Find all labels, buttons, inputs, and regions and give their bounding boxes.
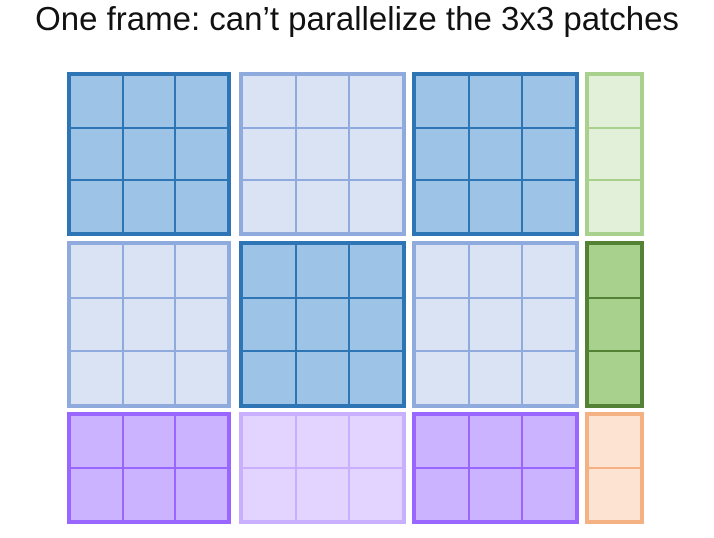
patch-block-r1-c2 <box>239 72 406 236</box>
patch-cell <box>243 298 295 351</box>
patch-cell <box>296 128 349 180</box>
patch-cell <box>176 416 227 467</box>
patch-cell <box>416 245 468 297</box>
patch-cell <box>296 298 349 351</box>
patch-cell <box>176 298 227 351</box>
patch-cell <box>243 76 295 127</box>
patch-cell <box>71 469 122 520</box>
patch-cell <box>71 128 122 180</box>
patch-block-r2-c3 <box>412 241 579 408</box>
patch-cell <box>123 76 175 127</box>
patch-cell <box>416 128 468 180</box>
patch-cell <box>296 416 349 467</box>
patch-cell <box>469 181 522 232</box>
patch-cell <box>416 298 468 351</box>
patch-cell <box>469 128 522 180</box>
patch-cell <box>523 352 575 404</box>
patch-block-r3-c2 <box>239 412 406 524</box>
patch-cell <box>523 76 575 127</box>
patch-cell <box>243 128 295 180</box>
patch-cell <box>123 298 175 351</box>
patch-cell <box>350 76 402 127</box>
patch-block-r3-c1 <box>67 412 231 524</box>
patch-cell <box>469 352 522 404</box>
patch-cell <box>350 352 402 404</box>
patch-cell <box>416 416 468 467</box>
patch-cell <box>589 416 640 467</box>
patch-cell <box>296 352 349 404</box>
patch-cell <box>350 416 402 467</box>
patch-cell <box>123 181 175 232</box>
patch-cell <box>71 352 122 404</box>
patch-cell <box>350 245 402 297</box>
patch-cell <box>523 128 575 180</box>
patch-cell <box>350 181 402 232</box>
patch-cell <box>469 245 522 297</box>
patch-cell <box>589 128 640 180</box>
patch-block-r1-c1 <box>67 72 231 236</box>
patch-cell <box>589 181 640 232</box>
patch-cell <box>243 352 295 404</box>
patch-cell <box>350 128 402 180</box>
patch-cell <box>523 181 575 232</box>
patch-cell <box>176 469 227 520</box>
patch-block-r2-c2 <box>239 241 406 408</box>
patch-cell <box>523 416 575 467</box>
patch-cell <box>296 76 349 127</box>
patch-cell <box>589 245 640 297</box>
patch-block-r3-c3 <box>412 412 579 524</box>
patch-cell <box>123 416 175 467</box>
patch-cell <box>71 76 122 127</box>
patch-cell <box>523 245 575 297</box>
patch-cell <box>416 181 468 232</box>
patch-cell <box>71 245 122 297</box>
patch-cell <box>416 76 468 127</box>
slide-title: One frame: can’t parallelize the 3x3 pat… <box>35 0 679 37</box>
patch-block-r2-c4 <box>585 241 644 408</box>
patch-block-r1-c4 <box>585 72 644 236</box>
patch-cell <box>243 416 295 467</box>
patch-cell <box>469 469 522 520</box>
patch-cell <box>176 128 227 180</box>
patch-cell <box>296 245 349 297</box>
patch-cell <box>469 298 522 351</box>
patch-cell <box>589 298 640 351</box>
patch-cell <box>123 245 175 297</box>
patch-cell <box>589 76 640 127</box>
patch-cell <box>176 76 227 127</box>
patch-cell <box>416 352 468 404</box>
patch-cell <box>71 416 122 467</box>
patch-cell <box>123 352 175 404</box>
patch-cell <box>350 469 402 520</box>
patch-cell <box>469 76 522 127</box>
patch-cell <box>123 128 175 180</box>
patch-cell <box>589 352 640 404</box>
patch-cell <box>523 298 575 351</box>
patch-cell <box>589 469 640 520</box>
patch-cell <box>350 298 402 351</box>
patch-cell <box>416 469 468 520</box>
patch-cell <box>296 181 349 232</box>
patch-block-r3-c4 <box>585 412 644 524</box>
patch-cell <box>176 245 227 297</box>
patch-cell <box>296 469 349 520</box>
patch-block-r1-c3 <box>412 72 579 236</box>
patch-cell <box>176 352 227 404</box>
patch-cell <box>243 469 295 520</box>
patch-cell <box>469 416 522 467</box>
patch-block-r2-c1 <box>67 241 231 408</box>
patch-cell <box>71 298 122 351</box>
patch-cell <box>123 469 175 520</box>
patch-cell <box>243 181 295 232</box>
patch-cell <box>243 245 295 297</box>
patch-cell <box>176 181 227 232</box>
patch-cell <box>71 181 122 232</box>
patch-cell <box>523 469 575 520</box>
